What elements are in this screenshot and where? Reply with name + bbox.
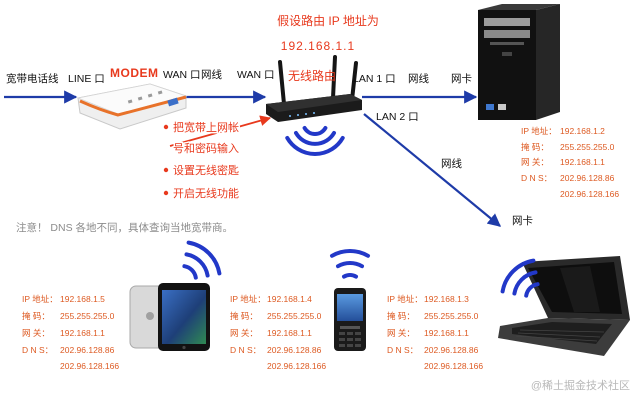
router-wan-port-label: WAN 口 (237, 69, 275, 81)
step-1-line-2: 号和密码输入 (173, 141, 239, 155)
watermark: @稀土掘金技术社区 (531, 378, 630, 392)
mask-label: 掩 码： (521, 142, 549, 152)
dns-label: D N S： (22, 345, 53, 355)
lan1-cable-label: 网线 (408, 72, 429, 85)
dns-secondary-value: 202.96.128.166 (267, 361, 326, 371)
gateway-label: 网 关： (22, 328, 50, 338)
ip-value: 192.168.1.4 (267, 294, 312, 304)
laptop-wifi-signal-icon (500, 258, 540, 298)
lan2-port-label: LAN 2 口 (376, 111, 419, 123)
wireless-router-icon (266, 55, 362, 122)
router-wifi-signal-icon (285, 126, 345, 156)
tablet-icon (129, 283, 210, 351)
mobile-phone-icon (334, 288, 366, 351)
modem-wan-port-label: WAN 口 (163, 69, 201, 81)
ip-value: 192.168.1.5 (60, 294, 105, 304)
tablet-ip-config: IP 地址： 192.168.1.5 掩 码： 255.255.255.0 网 … (22, 294, 119, 371)
bullet-icon (163, 190, 169, 196)
dns-primary-value: 202.96.128.86 (424, 345, 479, 355)
gateway-value: 192.168.1.1 (267, 328, 312, 338)
dns-secondary-value: 202.96.128.166 (560, 189, 619, 199)
dns-note: 注意！ DNS 各地不同，具体查询当地宽带商。 (16, 221, 233, 234)
bullet-icon (163, 167, 169, 173)
desktop-pc-icon (478, 4, 560, 120)
bullet-icon (163, 124, 169, 130)
ip-label: IP 地址： (521, 126, 557, 136)
step-2: 设置无线密匙 (173, 163, 239, 177)
dns-label: D N S： (230, 345, 261, 355)
modem-icon (76, 83, 188, 130)
router-setup-hint-arrow (169, 115, 272, 147)
step-1-line-1: 把宽带上网帐 (173, 120, 239, 134)
ip-value: 192.168.1.2 (560, 126, 605, 136)
mask-value: 255.255.255.0 (560, 142, 615, 152)
gateway-value: 192.168.1.1 (424, 328, 469, 338)
ip-label: IP 地址： (22, 294, 58, 304)
desktop-nic-label: 网卡 (451, 72, 472, 85)
modem-router-cable-label: 网线 (201, 68, 222, 81)
gateway-label: 网 关： (521, 157, 549, 167)
gateway-label: 网 关： (230, 328, 258, 338)
gateway-value: 192.168.1.1 (60, 328, 105, 338)
dns-secondary-value: 202.96.128.166 (60, 361, 119, 371)
tablet-wifi-signal-icon (182, 240, 222, 280)
phone-ip-config: IP 地址： 192.168.1.4 掩 码： 255.255.255.0 网 … (230, 294, 326, 371)
phone-line-label: 宽带电话线 (6, 72, 59, 85)
gateway-value: 192.168.1.1 (560, 157, 605, 167)
mask-value: 255.255.255.0 (60, 311, 115, 321)
dns-secondary-value: 202.96.128.166 (424, 361, 483, 371)
router-name: 无线路由 (288, 68, 336, 83)
dns-label: D N S： (521, 173, 552, 183)
lan2-cable-label: 网线 (441, 157, 462, 170)
mask-value: 255.255.255.0 (424, 311, 479, 321)
ip-value: 192.168.1.3 (424, 294, 469, 304)
router-ip-caption: 假设路由 IP 地址为 (277, 13, 379, 28)
mask-label: 掩 码： (22, 311, 50, 321)
ip-label: IP 地址： (230, 294, 266, 304)
mask-label: 掩 码： (230, 311, 258, 321)
lan1-port-label: LAN 1 口 (353, 73, 396, 85)
mask-label: 掩 码： (387, 311, 415, 321)
dns-label: D N S： (387, 345, 418, 355)
laptop-ip-config: IP 地址： 192.168.1.3 掩 码： 255.255.255.0 网 … (387, 294, 483, 371)
mask-value: 255.255.255.0 (267, 311, 322, 321)
line-port-label: LINE 口 (68, 73, 105, 85)
router-setup-steps: 把宽带上网帐 号和密码输入 设置无线密匙 开启无线功能 (163, 119, 241, 202)
step-3: 开启无线功能 (173, 186, 239, 200)
laptop-nic-label: 网卡 (512, 214, 533, 227)
router-to-laptop-cable (363, 113, 502, 227)
gateway-label: 网 关： (387, 328, 415, 338)
desktop-ip-config: IP 地址： 192.168.1.2 掩 码： 255.255.255.0 网 … (521, 126, 619, 199)
phone-wifi-signal-icon (330, 248, 370, 279)
ip-label: IP 地址： (387, 294, 423, 304)
router-ip-address: 192.168.1.1 (281, 39, 355, 53)
dns-primary-value: 202.96.128.86 (560, 173, 615, 183)
modem-name: MODEM (110, 66, 159, 80)
dns-primary-value: 202.96.128.86 (267, 345, 322, 355)
dns-primary-value: 202.96.128.86 (60, 345, 115, 355)
laptop-icon (498, 256, 630, 356)
